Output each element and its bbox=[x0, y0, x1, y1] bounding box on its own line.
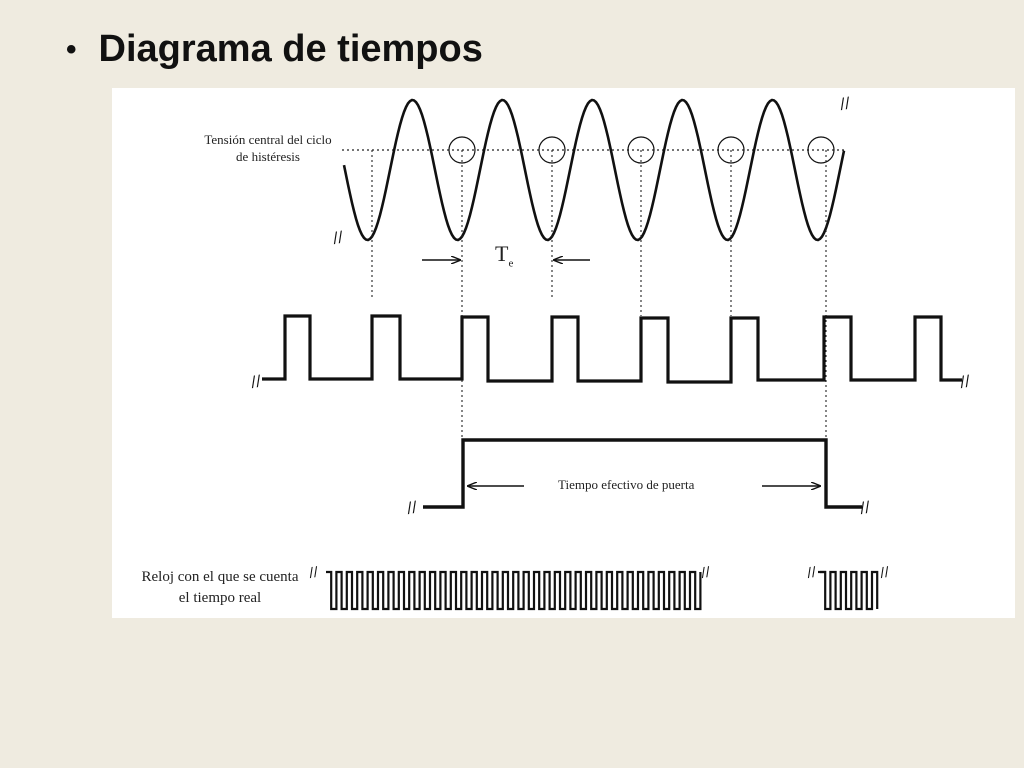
break-mark-pulse-start: // bbox=[248, 370, 263, 392]
crossing-circle-2 bbox=[538, 136, 566, 164]
vertical-guides bbox=[371, 150, 827, 440]
break-mark-pulse-end: // bbox=[957, 370, 972, 392]
clock-train-main bbox=[326, 570, 702, 611]
pulse-train bbox=[262, 314, 962, 384]
timing-diagram: // // // // // // // // // // Tensión ce… bbox=[112, 88, 1015, 618]
label-te-sub: e bbox=[508, 257, 514, 270]
label-te-main: T bbox=[495, 241, 509, 266]
label-clock: Reloj con el que se cuenta el tiempo rea… bbox=[112, 567, 330, 609]
break-mark-gate-start: // bbox=[404, 496, 419, 518]
break-mark-clock-b-start: // bbox=[805, 564, 818, 583]
crossing-circles bbox=[448, 136, 835, 164]
label-clock-line1: Reloj con el que se cuenta bbox=[141, 569, 299, 585]
title-text: Diagrama de tiempos bbox=[98, 28, 483, 70]
label-gate-time: Tiempo efectivo de puerta bbox=[558, 477, 695, 492]
label-clock-line2: el tiempo real bbox=[178, 590, 262, 606]
clock-train-end bbox=[820, 570, 879, 611]
break-mark-clock-a-start: // bbox=[307, 564, 320, 583]
gate-signal bbox=[423, 438, 862, 509]
break-mark-sine-end: // bbox=[837, 92, 852, 114]
break-mark-clock-b-end: // bbox=[878, 564, 891, 583]
label-hysteresis-line1: Tensión central del ciclo bbox=[204, 132, 332, 147]
input-sine-wave bbox=[342, 98, 846, 242]
label-hysteresis-center: Tensión central del ciclo de histéresis bbox=[196, 131, 340, 165]
crossing-circle-3 bbox=[627, 136, 655, 164]
break-mark-sine-start: // bbox=[330, 226, 345, 248]
timing-diagram-svg: // // // // // // // // // // bbox=[248, 92, 973, 611]
label-hysteresis-line2: de histéresis bbox=[236, 149, 300, 164]
crossing-circle-4 bbox=[717, 136, 745, 164]
label-te: Te bbox=[495, 241, 513, 269]
slide-title: • Diagrama de tiempos bbox=[66, 28, 483, 71]
crossing-circle-5 bbox=[807, 136, 835, 164]
title-bullet: • bbox=[66, 32, 77, 66]
crossing-circle-1 bbox=[448, 136, 476, 164]
break-mark-gate-end: // bbox=[857, 496, 872, 518]
break-mark-clock-a-end: // bbox=[699, 564, 712, 583]
